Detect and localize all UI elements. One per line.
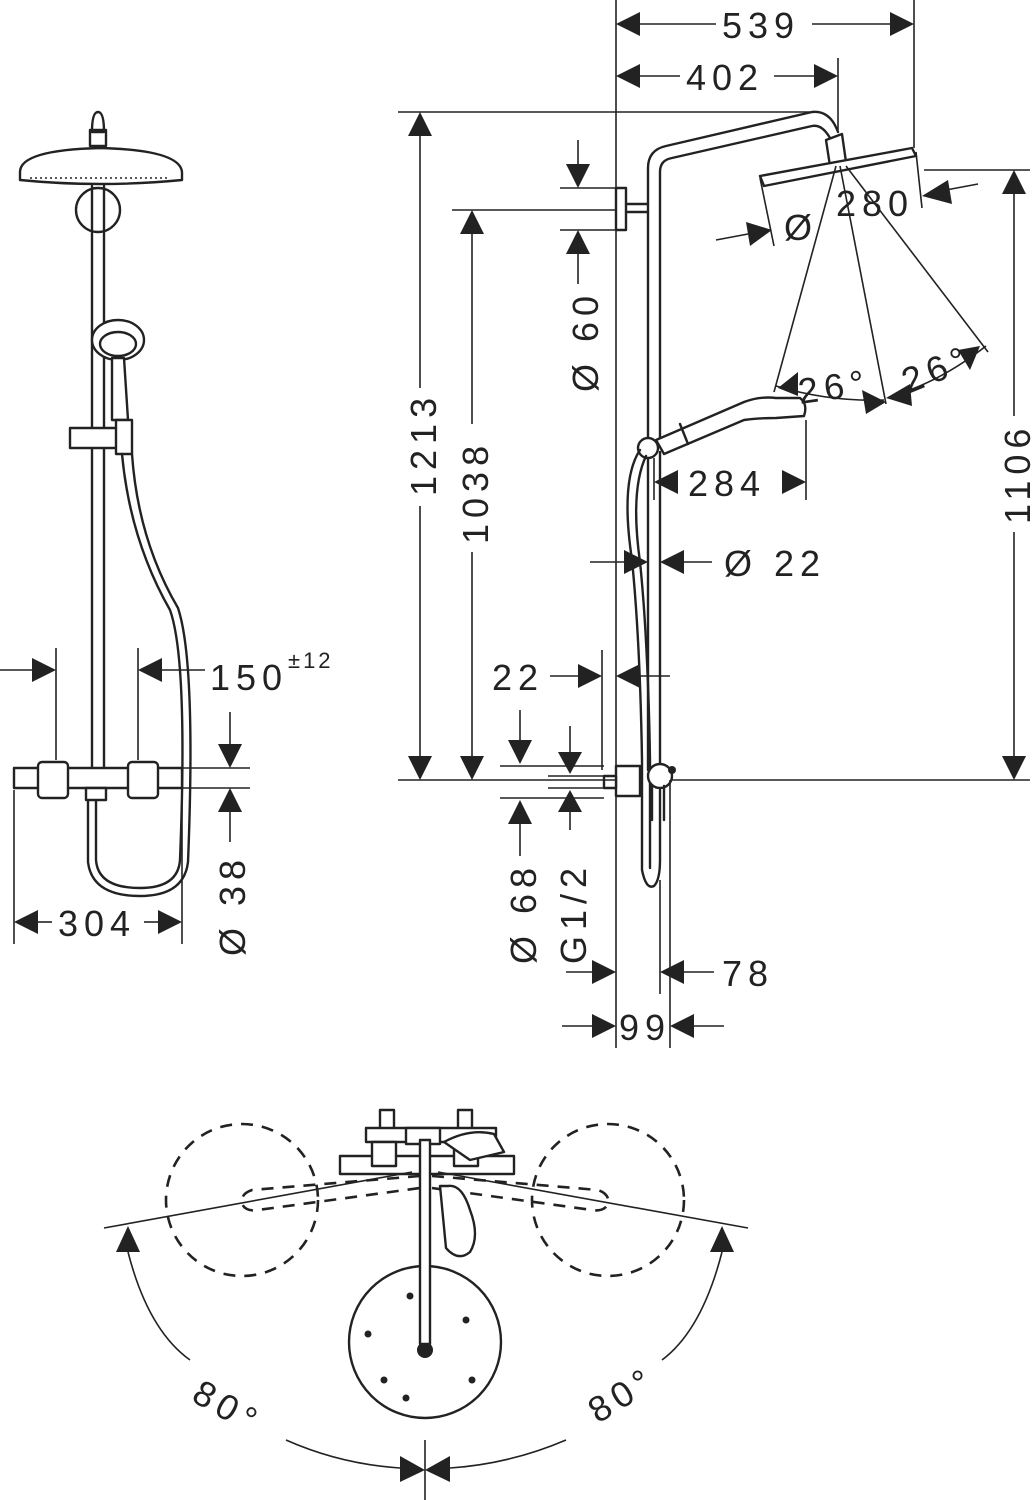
dim-head-diameter-label: 280 (836, 183, 914, 224)
dim-mixer-width: 304 (13, 790, 183, 944)
top-view-mixer (338, 1108, 516, 1176)
dim-wall-holder-label: Ø 60 (565, 290, 606, 392)
dim-head-height-label: 1106 (997, 423, 1036, 524)
front-view-riser (90, 184, 106, 797)
dim-mixer-centers-tolerance: ±12 (288, 648, 334, 673)
top-view: 80° 80° (103, 1108, 749, 1500)
side-view-overhead-shower (758, 132, 918, 188)
side-view-wall-bracket (614, 186, 650, 232)
dim-mixer-centers: 150 ±12 (0, 648, 334, 760)
dim-pipe-diameter-label: Ø 22 (724, 543, 826, 584)
dim-swivel-right-label: 80° (581, 1358, 664, 1431)
dim-mixer-height-label: Ø 38 (212, 854, 253, 956)
dim-wall-holder: Ø 60 (560, 140, 616, 392)
top-view-arm (418, 1138, 432, 1346)
top-view-swivel-left (164, 1122, 421, 1278)
dim-mixer-width-label: 304 (58, 903, 136, 944)
dim-head-diameter: Ø 280 (715, 151, 979, 248)
dim-swivel-left-label: 80° (186, 1371, 269, 1443)
dim-pipe-diameter: Ø 22 (590, 543, 826, 584)
dim-wall-to-front-label: 99 (619, 1007, 671, 1048)
dim-thread-label: G1/2 (553, 862, 594, 964)
front-view-hose (86, 452, 192, 898)
dim-escutcheon-label: Ø 68 (503, 862, 544, 964)
dim-bar-offset-label: 22 (492, 657, 544, 698)
front-view-hand-shower (68, 318, 146, 456)
dim-mixer-height: Ø 38 (180, 712, 253, 956)
dim-tilt-left-label: 26° (896, 336, 979, 401)
dim-bar-height: 1038 (452, 209, 616, 780)
top-view-swivel-right (431, 1122, 686, 1278)
dim-overall-width: 539 (616, 0, 915, 148)
dim-overall-height: 1213 (398, 111, 812, 781)
dim-tilt-right-label: 26° (795, 361, 872, 412)
dim-wall-to-front: 99 (562, 780, 724, 1048)
dim-arm-length: 402 (616, 57, 839, 130)
side-view-tilt-rays (773, 165, 989, 405)
dim-connection: Ø 68 G1/2 (500, 710, 604, 964)
dim-arm-length-label: 402 (686, 57, 764, 98)
side-view-hand-shower (636, 396, 807, 460)
dim-head-height: 1106 (672, 169, 1036, 781)
side-view-mixer (602, 762, 676, 822)
top-view-hand-shower (438, 1184, 477, 1258)
side-view: 539 402 1213 1038 (398, 0, 1036, 1048)
dim-hand-shower-length: 284 (653, 420, 807, 504)
front-view-thermostat-mixer (12, 760, 184, 802)
dim-mixer-centers-label: 150 (210, 657, 288, 698)
dim-bar-height-label: 1038 (455, 440, 496, 544)
dim-wall-to-pipe-label: 78 (722, 953, 774, 994)
dim-overall-width-label: 539 (722, 5, 800, 46)
dim-tilt-angles: 26° 26° (775, 336, 987, 414)
front-view-overhead-shower (18, 110, 184, 234)
top-view-ref-left (103, 1171, 413, 1229)
dim-hand-shower-length-label: 284 (688, 463, 766, 504)
dim-wall-to-pipe: 78 (566, 880, 774, 994)
dim-head-diameter-symbol: Ø (784, 207, 818, 248)
dim-overall-height-label: 1213 (403, 392, 444, 496)
dim-bar-offset: 22 (492, 650, 670, 770)
side-view-hose (626, 448, 662, 888)
front-view: 150 ±12 Ø 38 304 (0, 110, 334, 956)
top-view-ref-right (437, 1171, 749, 1229)
